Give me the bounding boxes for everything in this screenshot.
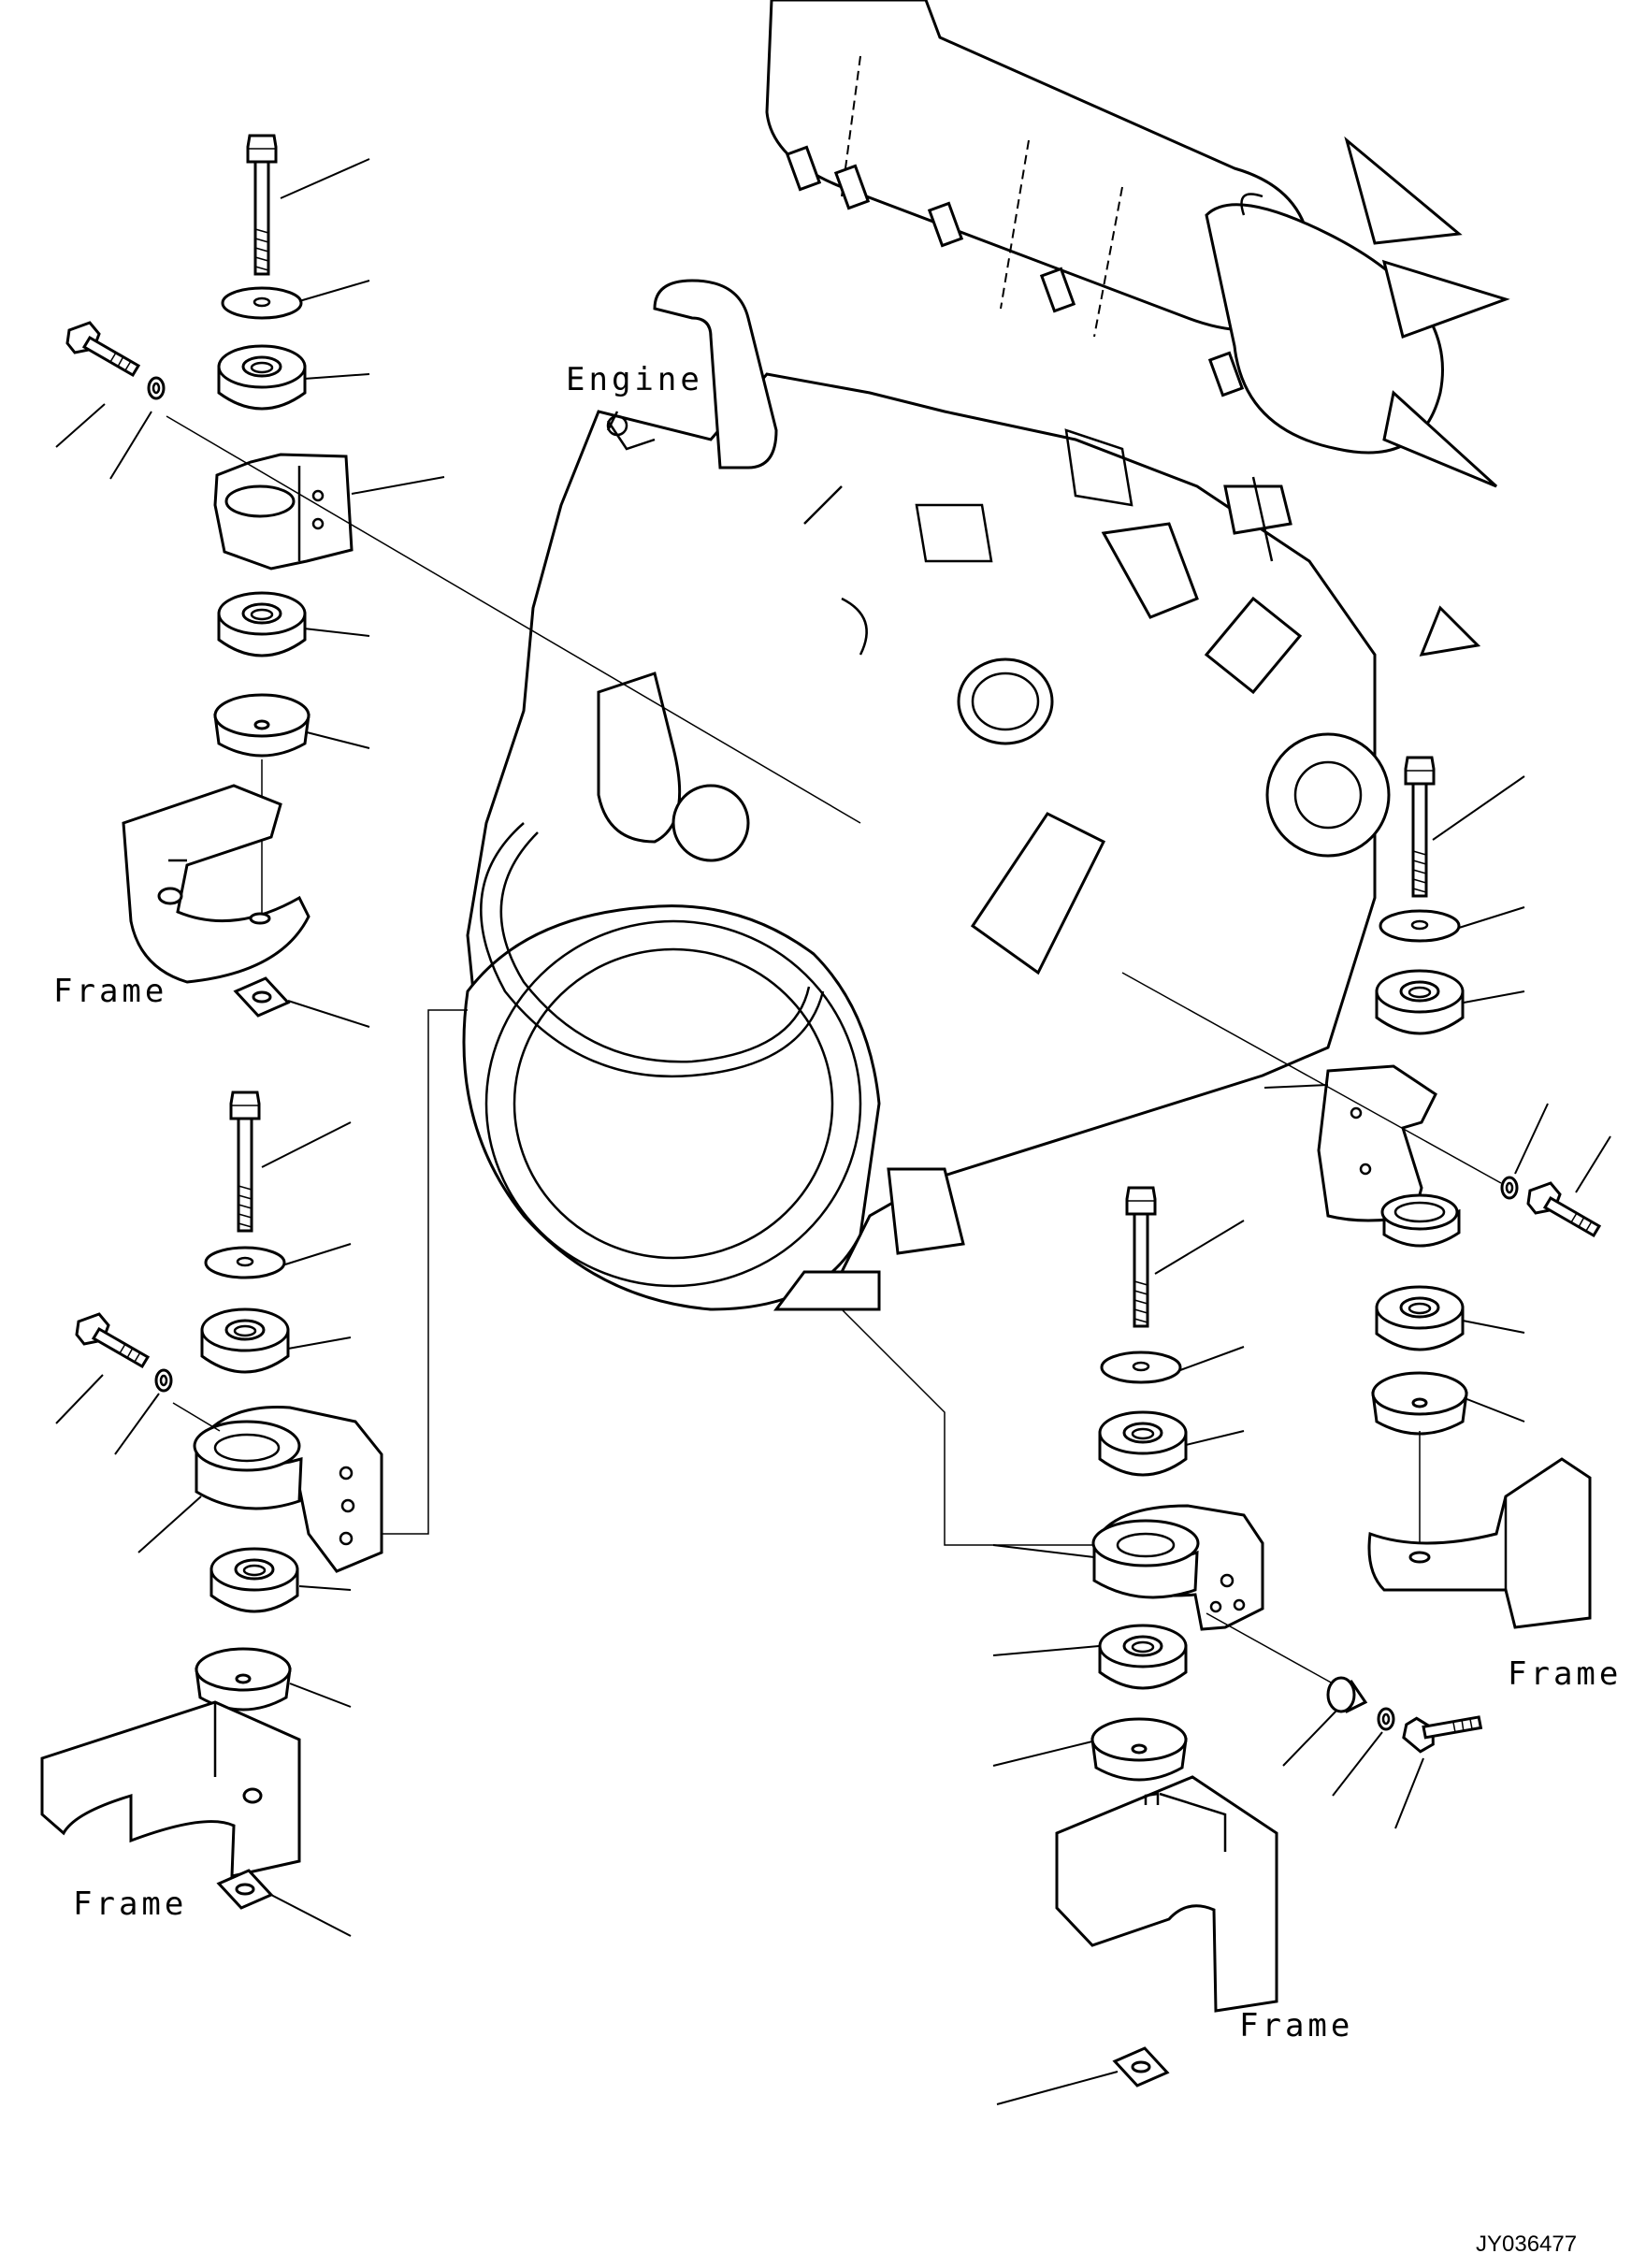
label-frame-bottom-left: Frame bbox=[73, 1885, 188, 1923]
frame-clip-bottom-left bbox=[217, 1869, 273, 1910]
frame-clip-top-left bbox=[234, 976, 290, 1018]
label-frame-right: Frame bbox=[1508, 1655, 1623, 1693]
leader-center-to-engine bbox=[841, 1308, 1094, 1546]
mount-assembly-bottom-left bbox=[75, 1091, 383, 1712]
engine-illustration bbox=[462, 0, 1510, 1311]
frame-bracket-right bbox=[1367, 1457, 1592, 1629]
mount-assembly-right bbox=[1317, 756, 1601, 1557]
label-frame-top-left: Frame bbox=[53, 973, 168, 1010]
mount-assembly-top-left bbox=[65, 134, 354, 917]
mount-assembly-center bbox=[1090, 1186, 1486, 1782]
drawing-code: JY036477 bbox=[1476, 2232, 1578, 2257]
frame-bracket-bottom-left bbox=[40, 1700, 301, 1878]
leader-bracket-to-engine bbox=[382, 1009, 468, 1535]
label-engine: Engine bbox=[566, 361, 703, 398]
center-line-center bbox=[1206, 1612, 1334, 1684]
center-line-bottom-left bbox=[172, 1402, 221, 1432]
center-line-right bbox=[1121, 972, 1502, 1184]
frame-clip-center bbox=[1113, 2046, 1169, 2087]
label-frame-center: Frame bbox=[1239, 2007, 1354, 2044]
part-leader-lines bbox=[55, 158, 1611, 2105]
frame-bracket-center bbox=[1055, 1775, 1278, 2013]
frame-bracket-top-left bbox=[122, 784, 310, 984]
center-line-top-left bbox=[166, 415, 861, 824]
